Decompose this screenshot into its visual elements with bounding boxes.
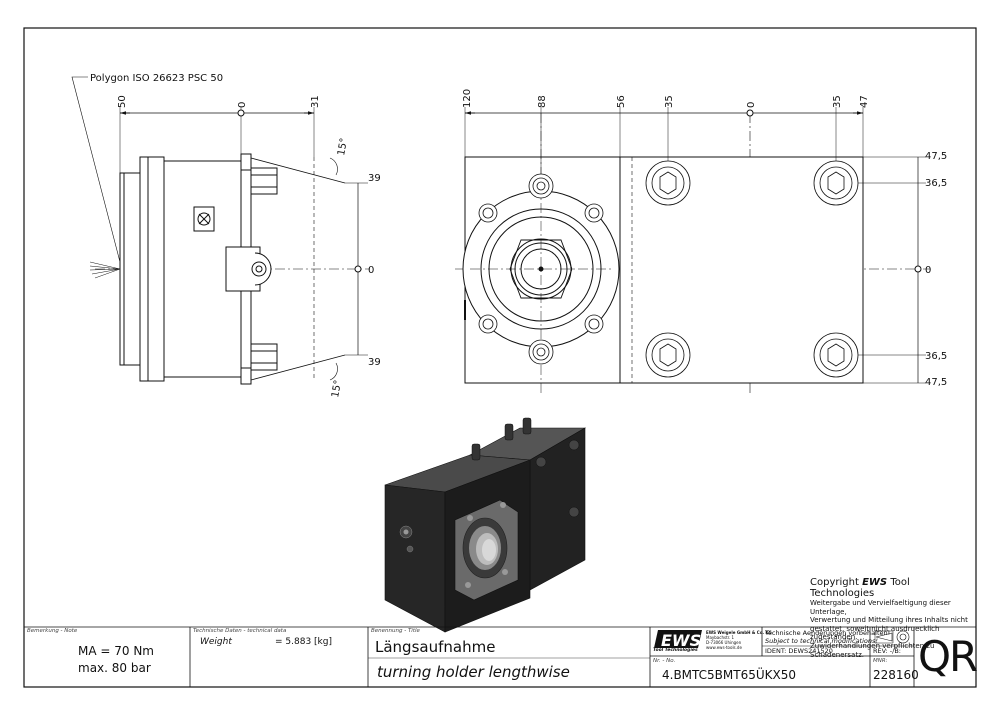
copyright-line: Zuwiderhandlungen verpflichten zu Schade… [810,641,935,659]
dim-39-bottom: 39 [368,357,381,368]
drawing-frame [23,27,977,688]
changes-english: Subject to technical modifications! [765,637,878,645]
side-view-labels: Polygon ISO 26623 PSC 50 50 0 31 15° 15°… [90,73,381,399]
angle-top: 15° [336,137,350,156]
dim-0-front: 0 [746,102,757,108]
title-german: Längsaufnahme [375,638,496,656]
logo-subtitle: Tool Technologies [653,648,698,653]
annotation-polygon: Polygon ISO 26623 PSC 50 [90,73,223,84]
dim-47-5-top: 47,5 [925,151,947,162]
ident-number: IDENT: DEWS241520 [765,647,833,655]
note-caption: Bemerkung - Note [27,628,78,634]
changes-german: Technische Aenderungen vorbehalten! [765,629,891,637]
tech-caption: Technische Daten - technical data [193,628,287,634]
note-pressure: max. 80 bar [78,661,151,675]
dim-36-5-top: 36,5 [925,178,947,189]
front-view-labels: 120 88 56 35 0 35 47 47,5 36,5 0 36,5 47… [462,89,947,388]
dim-35-right: 35 [832,95,843,108]
isometric-render [384,417,587,633]
dim-56: 56 [616,95,627,108]
company-line: www.ews-tools.de [706,645,742,650]
dim-88: 88 [537,95,548,108]
qr-mark: QR [918,632,978,681]
copyright-line: Weitergabe und Vervielfaeltigung dieser … [810,599,951,616]
front-view [455,107,930,395]
angle-bottom: 15° [330,379,344,398]
ews-logo: EWS [654,630,702,650]
dim-47-5-bottom: 47,5 [925,377,947,388]
company-line: Maybachstr. 1 [706,635,735,640]
copyright-line: Verwertung und Mitteilung ihres Inhalts … [810,616,968,625]
number-caption: Nr. - No. [653,658,676,664]
copyright-prefix: Copyright [810,577,859,588]
title-block [24,626,976,687]
copyright-brand-rest: Tool Technologies [810,577,910,599]
copyright-brand: EWS [862,577,888,588]
title-english: turning holder lengthwise [377,663,570,681]
dim-0-left: 0 [237,102,248,108]
dim-31: 31 [310,95,321,108]
note-torque: MA = 70 Nm [78,644,154,658]
title-caption: Benennung - Title [371,628,420,634]
copyright-heading: Copyright EWS Tool Technologies [810,577,970,599]
mnr-number: 228160 [873,668,919,682]
dim-39-top: 39 [368,173,381,184]
dim-47: 47 [859,95,870,108]
dim-0-right: 0 [925,265,931,276]
part-number: 4.BMTC5BMT65ÜKX50 [662,668,797,682]
company-address: EWS Weigele GmbH & Co. KG Maybachstr. 1 … [706,630,772,650]
revision: REV: -/B: [873,647,901,655]
dim-0-side: 0 [368,265,374,276]
company-line: EWS Weigele GmbH & Co. KG [706,630,772,635]
dim-36-5-bottom: 36,5 [925,351,947,362]
svg-text:EWS: EWS [661,631,701,650]
side-view [71,76,370,385]
copyright-notice: Copyright EWS Tool Technologies Weiterga… [810,577,970,659]
weight-label: Weight [200,637,232,647]
weight-value: = 5.883 [kg] [275,637,332,647]
copyright-line: gestattet, soweit nicht ausdruecklich zu… [810,624,940,642]
dim-50: 50 [117,95,128,108]
company-line: D-73066 Uhingen [706,640,742,645]
dim-35-left: 35 [664,95,675,108]
mnr-caption: MNR: [873,658,888,664]
dim-120: 120 [462,89,473,108]
